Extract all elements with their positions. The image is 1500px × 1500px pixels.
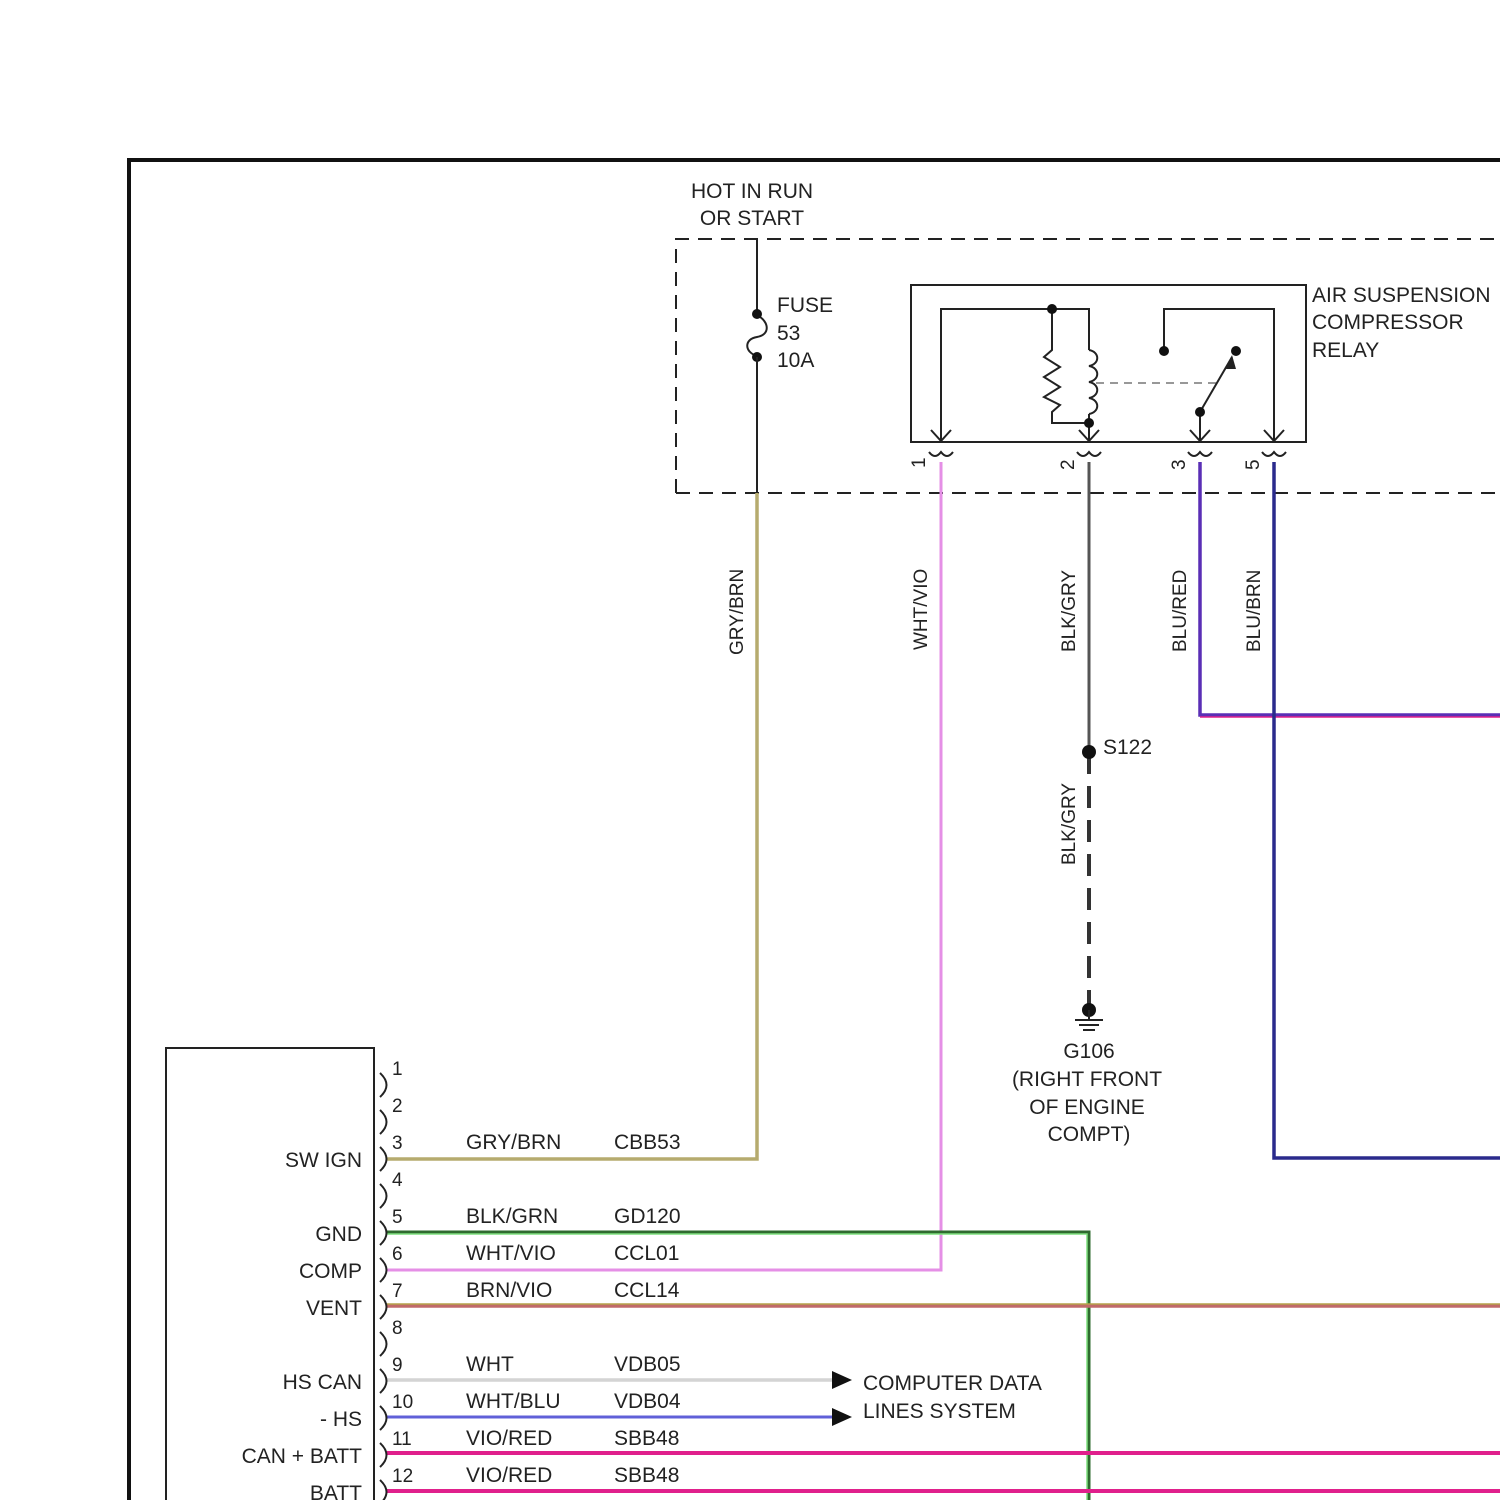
module-connector-terminal: [380, 1369, 387, 1393]
module-pin-circuit: CCL01: [614, 1242, 679, 1265]
module-connector-terminal: [380, 1406, 387, 1430]
power-source-label-line2: OR START: [700, 207, 804, 230]
wire-label-wht-vio: WHT/VIO: [911, 569, 932, 650]
module-pin-number: 1: [392, 1059, 403, 1080]
module-connector-terminal: [380, 1258, 387, 1282]
module-pin-function: CAN + BATT: [242, 1445, 363, 1468]
relay-label-line1: AIR SUSPENSION: [1312, 284, 1491, 307]
module-pin-function: GND: [315, 1223, 362, 1246]
module-pin-circuit: CCL14: [614, 1279, 680, 1302]
module-pin-number: 8: [392, 1318, 403, 1339]
relay-pin-1: 1: [909, 457, 930, 468]
module-pin-function: - HS: [320, 1408, 362, 1431]
fuse-label: FUSE: [777, 294, 833, 317]
module-pin-number: 6: [392, 1244, 403, 1265]
ground-icon: [1075, 1003, 1103, 1030]
module-connector-terminal: [380, 1073, 387, 1097]
module-pin-number: 9: [392, 1355, 403, 1376]
module-pin-wire-color: WHT: [466, 1353, 514, 1376]
module-connector-terminal: [380, 1332, 387, 1356]
wire-blu-brn: [1274, 462, 1500, 1158]
arrow-icon: [832, 1408, 852, 1426]
module-connector-terminal: [380, 1147, 387, 1171]
power-source-label-line1: HOT IN RUN: [691, 180, 813, 203]
module-pin-function: HS CAN: [283, 1371, 362, 1394]
module-pin-wire-color: WHT/VIO: [466, 1242, 556, 1265]
relay-label-line3: RELAY: [1312, 339, 1379, 362]
module-pin-circuit: GD120: [614, 1205, 681, 1228]
module-pin-number: 2: [392, 1096, 403, 1117]
splice-s122: [1082, 745, 1096, 759]
module-connector-terminal: [380, 1480, 387, 1500]
relay-pin-3: 3: [1169, 459, 1190, 470]
module-pin-wire-color: GRY/BRN: [466, 1131, 561, 1154]
wire-label-gry-brn: GRY/BRN: [727, 569, 748, 655]
module-pin-wire-color: VIO/RED: [466, 1464, 552, 1487]
module-pin-number: 7: [392, 1281, 403, 1302]
relay-pin-5: 5: [1243, 459, 1264, 470]
wire-gry-brn: [387, 493, 757, 1159]
module-connector-terminal: [380, 1221, 387, 1245]
module-pin-circuit: SBB48: [614, 1464, 679, 1487]
module-pin-wire-color: BRN/VIO: [466, 1279, 552, 1302]
fuse-rating: 10A: [777, 349, 814, 372]
air-suspension-compressor-relay: [911, 285, 1306, 456]
module-connector-terminal: [380, 1110, 387, 1134]
relay-label-line2: COMPRESSOR: [1312, 311, 1464, 334]
ground-location-line1: (RIGHT FRONT: [1012, 1068, 1162, 1091]
module-pin-number: 10: [392, 1392, 413, 1413]
relay-pin-2: 2: [1058, 459, 1079, 470]
ground-id: G106: [1063, 1040, 1114, 1063]
fuse-number: 53: [777, 322, 800, 345]
wire-label-blk-gry: BLK/GRY: [1059, 570, 1080, 652]
module-pin-number: 5: [392, 1207, 403, 1228]
fuse-53: [747, 240, 767, 493]
module-pin-number: 12: [392, 1466, 413, 1487]
module-pin-wire-color: BLK/GRN: [466, 1205, 558, 1228]
module-connector-terminal: [380, 1443, 387, 1467]
splice-label: S122: [1103, 736, 1152, 759]
module-pin-wire-color: WHT/BLU: [466, 1390, 561, 1413]
module-connector-terminal: [380, 1184, 387, 1208]
ground-location-line2: OF ENGINE: [1029, 1096, 1145, 1119]
module-pin-number: 4: [392, 1170, 403, 1191]
ground-location-line3: COMPT): [1048, 1123, 1131, 1146]
module-pin-number: 11: [392, 1429, 412, 1450]
wire-label-blu-brn: BLU/BRN: [1244, 570, 1265, 652]
module-pin-function: SW IGN: [285, 1149, 362, 1172]
module-pin-wire-color: VIO/RED: [466, 1427, 552, 1450]
data-lines-label-line2: LINES SYSTEM: [863, 1400, 1016, 1423]
module-pin-circuit: VDB05: [614, 1353, 681, 1376]
module-pin-function: VENT: [306, 1297, 362, 1320]
module-pin-circuit: CBB53: [614, 1131, 681, 1154]
data-lines-label-line1: COMPUTER DATA: [863, 1372, 1042, 1395]
module-pin-function: COMP: [299, 1260, 362, 1283]
module-pin-function: BATT: [310, 1482, 362, 1500]
module-pin-circuit: VDB04: [614, 1390, 681, 1413]
wire-label-blk-gry-ground: BLK/GRY: [1059, 783, 1080, 865]
module-connector-terminal: [380, 1295, 387, 1319]
arrow-icon: [832, 1371, 852, 1389]
module-pin-number: 3: [392, 1133, 403, 1154]
wire-label-blu-red: BLU/RED: [1170, 570, 1191, 652]
module-pin-circuit: SBB48: [614, 1427, 679, 1450]
